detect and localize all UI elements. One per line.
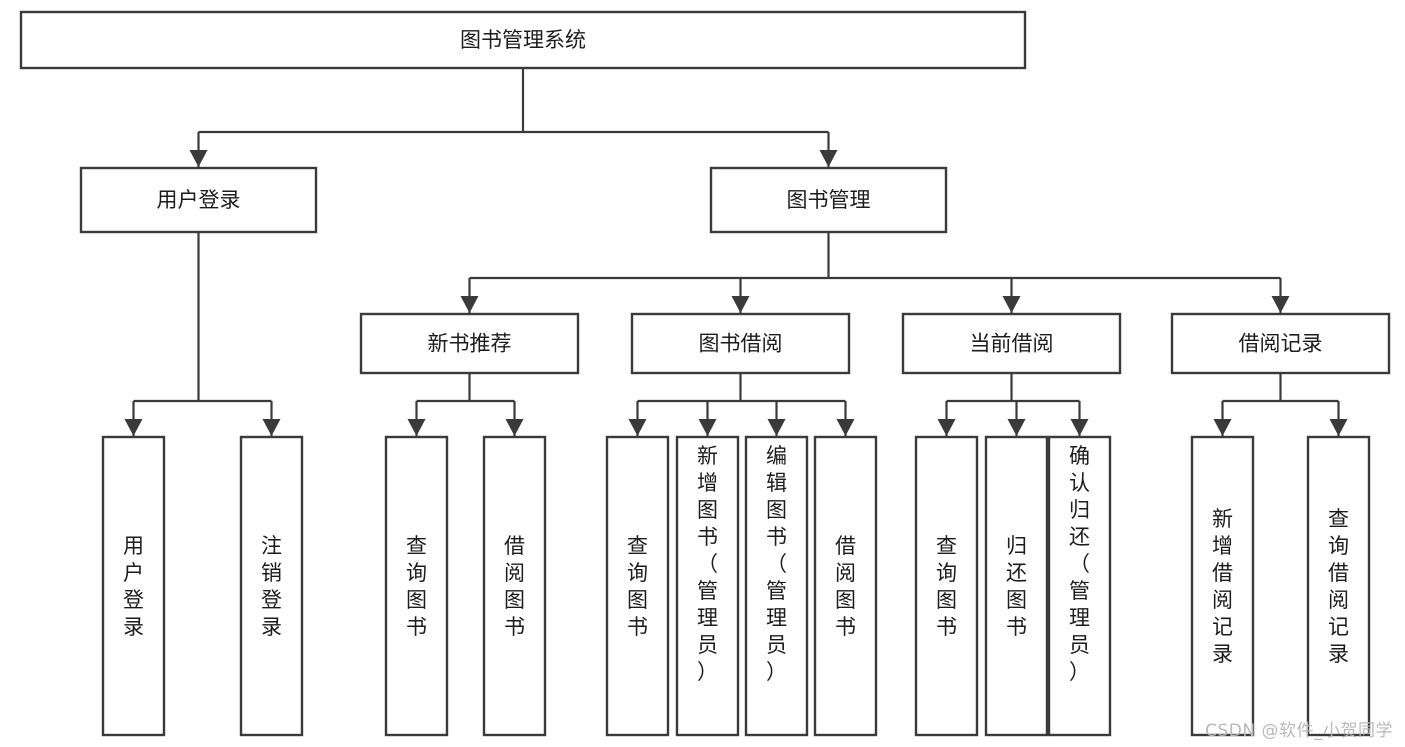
- node-label: 图书管理: [787, 188, 871, 212]
- node-leaf-query-book-rec[interactable]: 查询图书: [384, 435, 449, 737]
- arrow-head-icon: [819, 150, 838, 167]
- node-label: 新书推荐: [428, 332, 512, 356]
- node-label: 用户登录: [123, 534, 144, 639]
- node-label: 新增借阅记录: [1212, 507, 1233, 666]
- arrow-head-icon: [767, 419, 786, 436]
- arrow-head-icon: [1070, 419, 1089, 436]
- node-layer: 图书管理系统用户登录图书管理新书推荐图书借阅当前借阅借阅记录用户登录注销登录查询…: [19, 10, 1391, 737]
- node-root[interactable]: 图书管理系统: [19, 10, 1027, 70]
- node-box[interactable]: [901, 312, 1122, 375]
- node-label: 编辑图书（管理员）: [766, 444, 787, 684]
- node-leaf-query-book-cur[interactable]: 查询图书: [914, 435, 979, 737]
- watermark-label: CSDN @软件_小贺同学: [1205, 721, 1393, 741]
- node-new-book-rec[interactable]: 新书推荐: [359, 312, 580, 375]
- arrow-head-icon: [1007, 419, 1026, 436]
- node-box[interactable]: [482, 435, 547, 737]
- arrow-head-icon: [1329, 419, 1348, 436]
- node-label: 借阅图书: [504, 534, 525, 639]
- node-label: 查询借阅记录: [1328, 507, 1349, 666]
- node-leaf-borrow-book[interactable]: 借阅图书: [813, 435, 878, 737]
- node-leaf-confirm-return[interactable]: 确认归还（管理员）: [1047, 435, 1112, 737]
- node-label: 归还图书: [1006, 534, 1027, 639]
- node-box[interactable]: [1170, 312, 1391, 375]
- node-label: 当前借阅: [970, 332, 1054, 356]
- node-box[interactable]: [1047, 435, 1112, 737]
- node-leaf-logout[interactable]: 注销登录: [239, 435, 304, 737]
- node-label: 注销登录: [261, 534, 282, 639]
- node-leaf-user-login[interactable]: 用户登录: [101, 435, 166, 737]
- node-box[interactable]: [984, 435, 1049, 737]
- arrow-head-icon: [505, 419, 524, 436]
- node-box[interactable]: [359, 312, 580, 375]
- node-leaf-query-record[interactable]: 查询借阅记录: [1306, 435, 1371, 737]
- node-leaf-borrow-book-rec[interactable]: 借阅图书: [482, 435, 547, 737]
- node-box[interactable]: [1190, 435, 1255, 737]
- node-label: 借阅图书: [835, 534, 856, 639]
- arrow-head-icon: [937, 419, 956, 436]
- node-user-login[interactable]: 用户登录: [79, 166, 318, 234]
- node-box[interactable]: [19, 10, 1027, 70]
- node-label: 查询图书: [936, 534, 957, 639]
- node-box[interactable]: [239, 435, 304, 737]
- arrow-head-icon: [698, 419, 717, 436]
- node-borrow-record[interactable]: 借阅记录: [1170, 312, 1391, 375]
- arrow-head-icon: [189, 150, 208, 167]
- node-box[interactable]: [914, 435, 979, 737]
- node-leaf-add-book[interactable]: 新增图书（管理员）: [675, 435, 740, 737]
- node-box[interactable]: [709, 166, 948, 234]
- node-label: 查询图书: [406, 534, 427, 639]
- node-label: 确认归还（管理员）: [1069, 444, 1090, 684]
- arrow-head-icon: [628, 419, 647, 436]
- node-box[interactable]: [630, 312, 851, 375]
- node-box[interactable]: [605, 435, 670, 737]
- node-box[interactable]: [744, 435, 809, 737]
- arrow-head-icon: [1002, 296, 1021, 313]
- node-label: 新增图书（管理员）: [697, 444, 718, 684]
- arrow-head-icon: [731, 296, 750, 313]
- arrow-head-icon: [460, 296, 479, 313]
- node-leaf-edit-book[interactable]: 编辑图书（管理员）: [744, 435, 809, 737]
- node-leaf-query-book[interactable]: 查询图书: [605, 435, 670, 737]
- node-label: 用户登录: [157, 188, 241, 212]
- node-box[interactable]: [101, 435, 166, 737]
- node-label: 图书管理系统: [460, 28, 586, 52]
- node-box[interactable]: [675, 435, 740, 737]
- node-label: 查询图书: [627, 534, 648, 639]
- node-book-borrow[interactable]: 图书借阅: [630, 312, 851, 375]
- arrow-head-icon: [1271, 296, 1290, 313]
- arrow-head-icon: [262, 419, 281, 436]
- node-box[interactable]: [813, 435, 878, 737]
- arrow-head-icon: [836, 419, 855, 436]
- node-label: 图书借阅: [699, 332, 783, 356]
- connector-layer: [124, 68, 1348, 436]
- arrow-head-icon: [407, 419, 426, 436]
- node-book-manage[interactable]: 图书管理: [709, 166, 948, 234]
- node-leaf-return-book[interactable]: 归还图书: [984, 435, 1049, 737]
- node-box[interactable]: [79, 166, 318, 234]
- arrow-head-icon: [1213, 419, 1232, 436]
- node-label: 借阅记录: [1239, 332, 1323, 356]
- arrow-head-icon: [124, 419, 143, 436]
- node-leaf-add-record[interactable]: 新增借阅记录: [1190, 435, 1255, 737]
- node-current-borrow[interactable]: 当前借阅: [901, 312, 1122, 375]
- node-box[interactable]: [384, 435, 449, 737]
- node-box[interactable]: [1306, 435, 1371, 737]
